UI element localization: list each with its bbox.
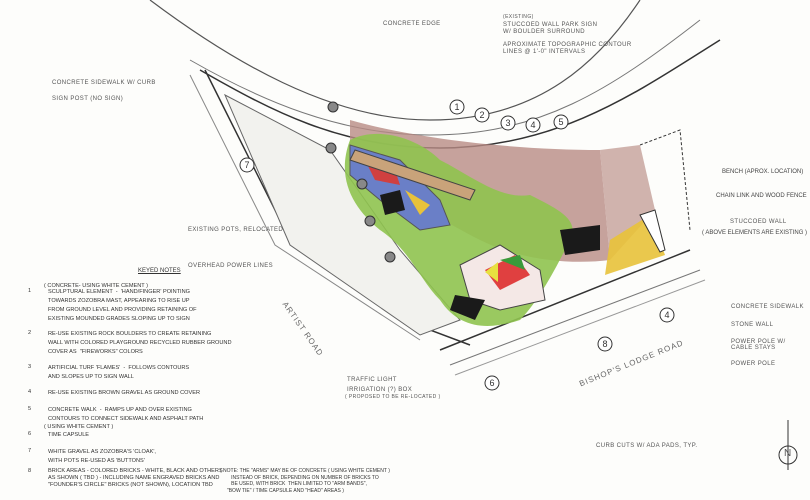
note-text: 1 xyxy=(454,102,459,112)
bishops-road-sidewalk xyxy=(449,269,701,366)
note-text: 2 xyxy=(28,330,32,336)
brown-gravel-right xyxy=(600,145,655,260)
artist-road-curb xyxy=(189,74,421,341)
north-circle xyxy=(778,445,798,465)
label-irrigation: IRRIGATION (?) BOX xyxy=(347,387,413,393)
note-1: 1 SCULPTURAL ELEMENT - 'HAND/FINGER' POIN… xyxy=(28,288,197,324)
label-sidewalk-curb: CONCRETE SIDEWALK W/ CURB xyxy=(52,80,156,86)
callout-3: 3 xyxy=(500,115,516,136)
callout-6: 6 xyxy=(484,375,500,396)
callout-4-b: 4 xyxy=(659,307,675,328)
pot xyxy=(384,251,396,263)
note-text: 7 xyxy=(28,448,32,454)
label-power-lines: OVERHEAD POWER LINES xyxy=(188,263,274,269)
keyed-notes-title: KEYED NOTES xyxy=(138,268,181,274)
label-concrete-edge: CONCRETE EDGE xyxy=(383,21,441,27)
note-text: BRICK AREAS - COLORED BRICKS - WHITE, BL… xyxy=(48,468,223,488)
note-text: 2 xyxy=(479,110,484,120)
note-text: ARTIFICIAL TURF 'FLAMES' - FOLLOWS CONTO… xyxy=(48,365,190,380)
pot xyxy=(327,101,339,113)
sidewalk-edge xyxy=(189,19,701,136)
note-text: 5 xyxy=(558,117,563,127)
note-text: TIME CAPSULE xyxy=(48,432,90,438)
brick-band xyxy=(560,225,600,255)
note-text: 4 xyxy=(28,389,32,395)
note-text: 1 xyxy=(28,288,32,294)
callout-5: 5 xyxy=(553,114,569,135)
arms-note: ( NOTE: THE "ARMS" MAY BE OF CONCRETE ( … xyxy=(220,468,390,494)
label-irrigation-note: ( PROPOSED TO BE RE-LOCATED ) xyxy=(345,394,441,400)
label-existing: (EXISTING) xyxy=(503,14,534,20)
pot xyxy=(364,215,376,227)
label-traffic-light: TRAFFIC LIGHT xyxy=(347,377,397,383)
note-7: 7 WHITE GRAVEL AS ZOZOBRA'S 'CLOAK', WITH… xyxy=(28,448,156,466)
stone-wall xyxy=(639,209,666,253)
label-stone-wall: STONE WALL xyxy=(731,322,774,328)
note-2: 2 RE-USE EXISTING ROCK BOULDERS TO CREATE… xyxy=(28,330,231,357)
label-contour-2: LINES @ 1'-0" INTERVALS xyxy=(503,49,586,55)
label-concrete-sidewalk: CONCRETE SIDEWALK xyxy=(731,304,804,310)
road-curve-edge xyxy=(149,0,641,121)
note-text: 5 xyxy=(28,406,32,412)
bishops-road-edge xyxy=(439,249,691,351)
label-boulder: W/ BOULDER SURROUND xyxy=(503,29,585,35)
note-5-cement: ( USING WHITE CEMENT ) xyxy=(44,423,113,432)
note-3: 3 ARTIFICIAL TURF 'FLAMES' - FOLLOWS CONT… xyxy=(28,364,189,382)
note-8: 8 BRICK AREAS - COLORED BRICKS - WHITE, B… xyxy=(28,468,223,489)
note-text: RE-USE EXISTING BROWN GRAVEL AS GROUND C… xyxy=(48,390,200,396)
note-text: WHITE GRAVEL AS ZOZOBRA'S 'CLOAK', WITH … xyxy=(48,449,156,464)
note-text: 6 xyxy=(489,378,494,388)
pot xyxy=(356,178,368,190)
brick-band xyxy=(380,190,405,215)
callout-7: 7 xyxy=(239,157,255,178)
note-5: 5 CONCRETE WALK - RAMPS UP AND OVER EXIST… xyxy=(28,406,203,424)
label-pots: EXISTING POTS, RELOCATED xyxy=(188,227,284,233)
hand-finger-sculpture xyxy=(349,149,476,201)
label-bench: BENCH (APROX. LOCATION) xyxy=(722,169,804,175)
callout-8: 8 xyxy=(597,336,613,357)
fireworks-yellow xyxy=(405,190,430,215)
note-text: 3 xyxy=(505,118,510,128)
callout-1: 1 xyxy=(449,99,465,120)
note-text: ( USING WHITE CEMENT ) xyxy=(44,424,114,430)
note-text: SCULPTURAL ELEMENT - 'HAND/FINGER' POINT… xyxy=(48,289,197,322)
label-contour-1: APROXIMATE TOPOGRAPHIC CONTOUR xyxy=(503,42,632,48)
label-power-pole-cable-2: CABLE STAYS xyxy=(731,345,776,351)
bow-tie-green xyxy=(500,255,525,270)
note-text: CONCRETE WALK - RAMPS UP AND OVER EXISTI… xyxy=(48,407,204,422)
note-text: 8 xyxy=(602,339,607,349)
label-stucco-wall: STUCCOED WALL xyxy=(730,219,787,225)
note-text: ( CONCRETE- USING WHITE CEMENT ) xyxy=(44,283,149,289)
north-label: N xyxy=(784,448,792,459)
note-text: 8 xyxy=(28,468,32,474)
note-text: ( NOTE: THE "ARMS" MAY BE OF CONCRETE ( … xyxy=(220,468,390,494)
bishops-road-sidewalk2 xyxy=(454,279,706,376)
note-text: RE-USE EXISTING ROCK BOULDERS TO CREATE … xyxy=(48,331,232,355)
label-above-existing: ( ABOVE ELEMENTS ARE EXISTING ) xyxy=(702,230,808,236)
label-sign-post: SIGN POST (NO SIGN) xyxy=(52,96,124,102)
pot xyxy=(325,142,337,154)
label-curb-cuts: CURB CUTS W/ ADA PADS, TYP. xyxy=(596,443,698,449)
note-concrete: ( CONCRETE- USING WHITE CEMENT ) xyxy=(44,282,148,291)
note-6: 6 TIME CAPSULE xyxy=(28,431,89,440)
label-power-pole-cable-1: POWER POLE W/ xyxy=(731,339,786,345)
callout-4: 4 xyxy=(525,117,541,138)
label-fence: CHAIN LINK AND WOOD FENCE xyxy=(716,193,807,199)
existing-pots xyxy=(325,101,396,263)
note-text: 7 xyxy=(244,160,249,170)
note-text: 4 xyxy=(664,310,669,320)
bow-tie-yellow xyxy=(485,262,498,282)
note-text: 4 xyxy=(530,120,535,130)
brick-band xyxy=(450,295,485,320)
label-park-sign: STUCCOED WALL PARK SIGN xyxy=(503,22,598,28)
note-text: 6 xyxy=(28,431,32,437)
chain-link-fence xyxy=(639,129,691,231)
note-4: 4 RE-USE EXISTING BROWN GRAVEL AS GROUND … xyxy=(28,389,200,398)
note-text: 3 xyxy=(28,364,32,370)
callout-2: 2 xyxy=(474,107,490,128)
label-power-pole: POWER POLE xyxy=(731,361,776,367)
